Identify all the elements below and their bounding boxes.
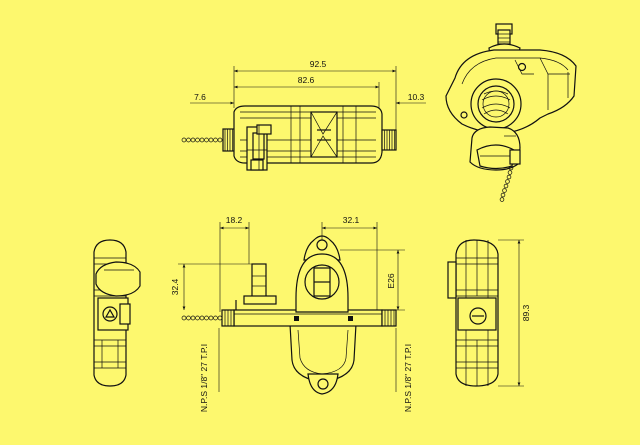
top-left-thread <box>222 128 235 152</box>
iso-socket <box>470 78 522 130</box>
left-side-view <box>93 239 141 387</box>
dim-center-offset: 32.1 <box>343 215 360 225</box>
note-left-thread-spec: N.P.S 1/8" 27 T.P.I <box>199 344 209 412</box>
dim-lever-width: 18.2 <box>226 215 243 225</box>
dim-lever-height: 32.4 <box>170 278 180 295</box>
front-left-thread <box>221 309 235 327</box>
top-body <box>233 105 383 164</box>
dim-ear-height: E26 <box>386 273 396 288</box>
dim-left-thread: 7.6 <box>194 92 206 102</box>
right-side-view <box>447 239 524 387</box>
front-view <box>178 222 405 395</box>
dim-overall-height: 89.3 <box>521 304 531 321</box>
front-pull-chain <box>181 315 223 321</box>
top-view: 92.5 82.6 7.6 10.3 <box>181 59 426 171</box>
top-switch-assembly <box>246 124 272 171</box>
dim-body-length: 82.6 <box>298 75 315 85</box>
top-dimensions <box>190 66 426 130</box>
front-right-thread <box>381 309 397 327</box>
dim-right-thread: 10.3 <box>408 92 425 102</box>
top-right-thread <box>381 129 397 151</box>
isometric-view <box>445 23 577 202</box>
dim-total-length: 92.5 <box>310 59 327 69</box>
note-right-thread-spec: N.P.S 1/8" 27 T.P.I <box>403 344 413 412</box>
iso-switch-cover <box>469 126 521 171</box>
front-dimensions <box>178 222 405 392</box>
iso-pull-chain <box>499 165 514 202</box>
